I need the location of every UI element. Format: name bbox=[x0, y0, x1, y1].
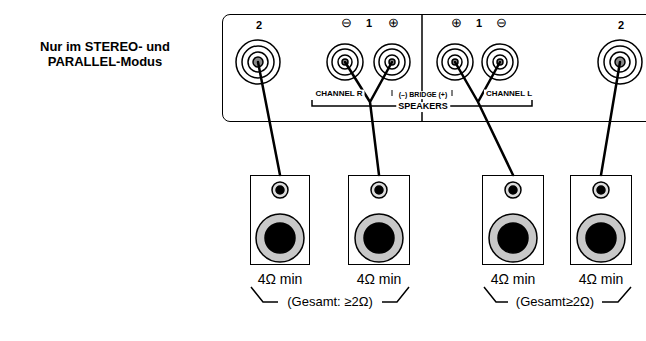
impedance-label: 4Ω min bbox=[258, 272, 303, 287]
bridge-label: (–) BRIDGE (+) bbox=[397, 91, 449, 99]
binding-post bbox=[374, 44, 410, 80]
speaker-box: 4Ω min bbox=[570, 175, 632, 265]
speaker-box: 4Ω min bbox=[348, 175, 410, 265]
total-impedance: (Gesamt≥2Ω) bbox=[514, 295, 596, 310]
polarity-sign: ⊖ bbox=[341, 16, 352, 30]
binding-post bbox=[327, 44, 363, 80]
speakon-terminal bbox=[598, 40, 642, 84]
terminal-number: 1 bbox=[476, 17, 482, 29]
total-impedance: (Gesamt: ≥2Ω) bbox=[285, 295, 374, 310]
impedance-label: 4Ω min bbox=[579, 272, 624, 287]
polarity-sign: ⊕ bbox=[388, 16, 399, 30]
terminal-number: 2 bbox=[256, 19, 262, 31]
speakon-terminal bbox=[236, 40, 280, 84]
channel-label: CHANNEL R bbox=[314, 90, 365, 99]
speaker-wire bbox=[601, 62, 620, 175]
speaker-wire bbox=[345, 62, 392, 175]
terminal-number: 2 bbox=[618, 19, 624, 31]
speaker-box: 4Ω min bbox=[250, 175, 310, 265]
channel-label: CHANNEL L bbox=[484, 90, 534, 99]
speaker-wire bbox=[258, 62, 280, 175]
polarity-sign: ⊖ bbox=[496, 16, 507, 30]
speakers-label: SPEAKERS bbox=[396, 102, 450, 112]
terminal-number: 1 bbox=[366, 17, 372, 29]
speaker-wire bbox=[455, 62, 513, 175]
binding-post bbox=[482, 44, 518, 80]
speaker-box: 4Ω min bbox=[482, 175, 544, 265]
polarity-sign: ⊕ bbox=[451, 16, 462, 30]
mode-note: Nur im STEREO- und PARALLEL-Modus bbox=[20, 40, 190, 70]
impedance-label: 4Ω min bbox=[357, 272, 402, 287]
impedance-label: 4Ω min bbox=[491, 272, 536, 287]
binding-post bbox=[437, 44, 473, 80]
amplifier-panel: 2 ⊖ 1 ⊕ ⊕ 1 ⊖ 2CHANNEL R (–) BRIDGE (+) CHANNEL L… bbox=[222, 14, 646, 122]
